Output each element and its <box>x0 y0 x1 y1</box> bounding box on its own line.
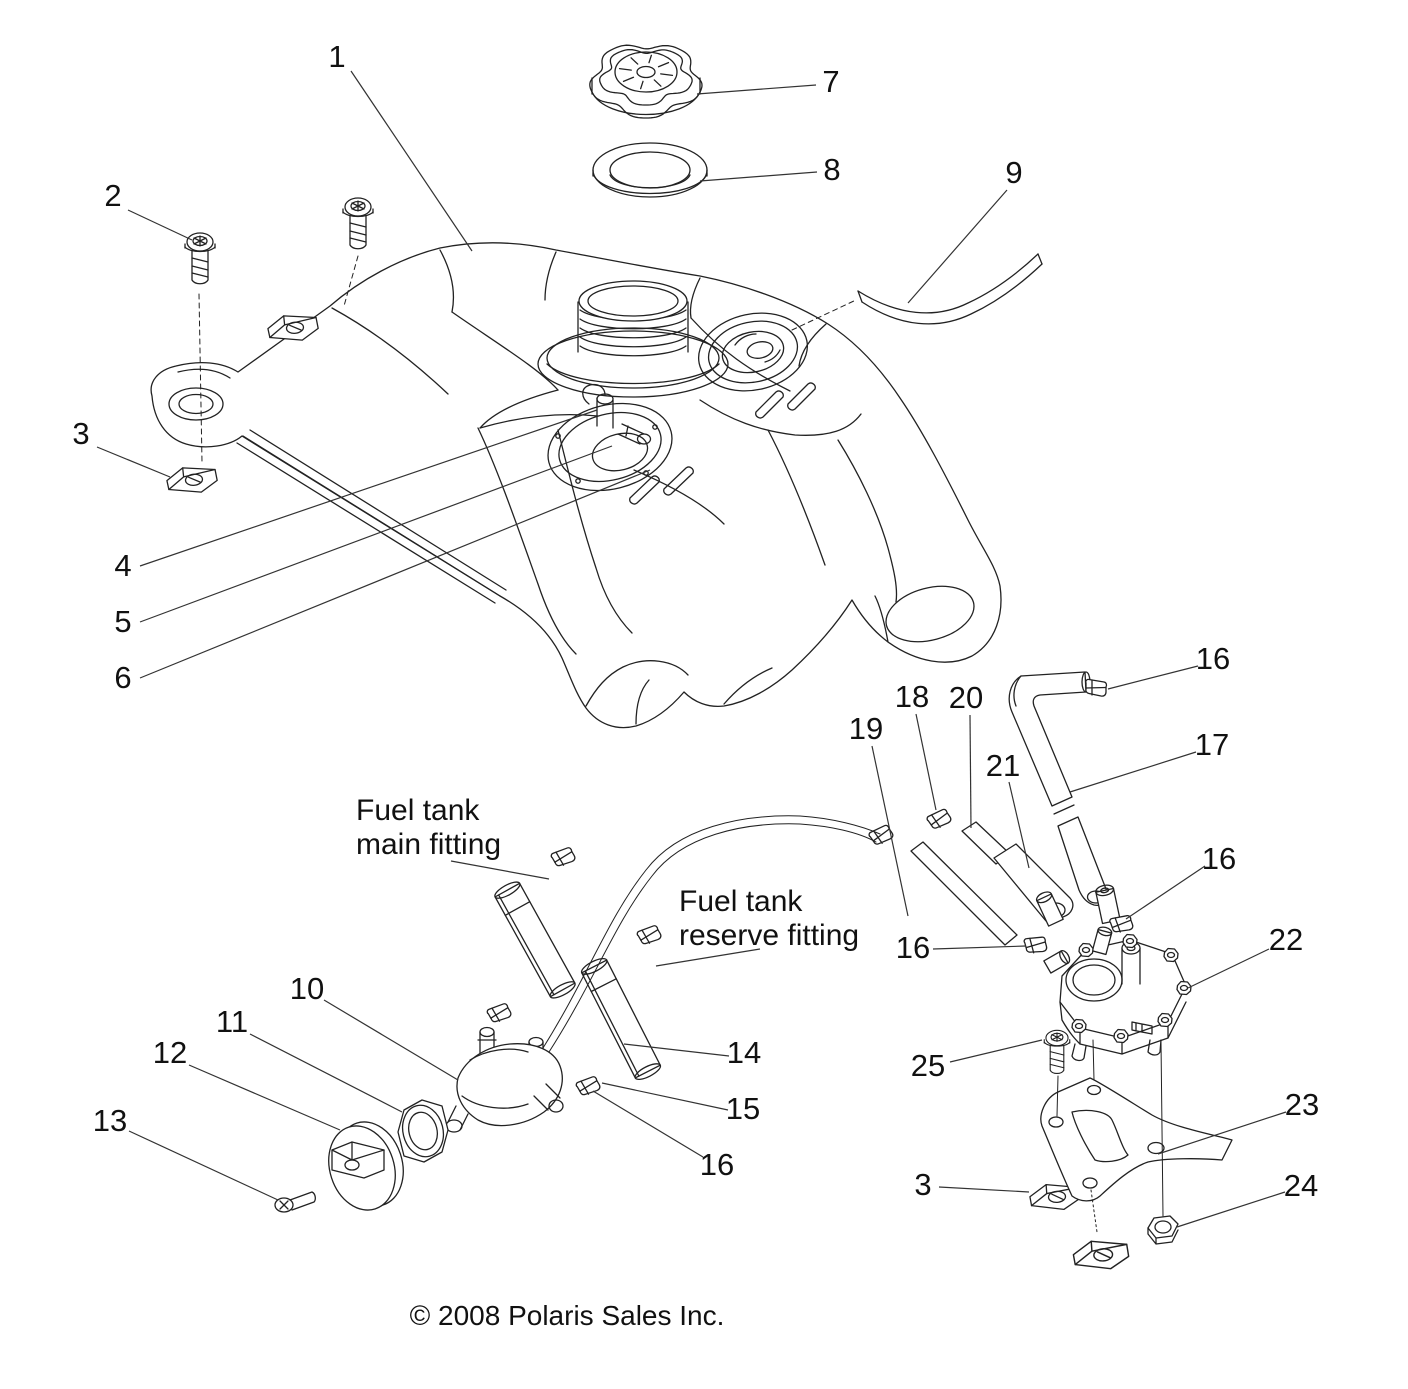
filler-neck <box>537 280 729 398</box>
hose-stub <box>1035 891 1064 927</box>
valve-dial <box>328 1121 404 1211</box>
callout-16: 16 <box>699 1147 735 1182</box>
vent-hose <box>857 253 1043 325</box>
callout-9: 9 <box>1005 155 1023 190</box>
callout-21: 21 <box>985 748 1021 783</box>
lock-nut <box>1147 1215 1179 1245</box>
fuel-pump <box>1043 926 1192 1062</box>
pump-bracket <box>1040 1077 1233 1202</box>
fuel-cap <box>589 44 703 119</box>
callout-3: 3 <box>72 416 90 451</box>
callout-11: 11 <box>215 1004 249 1039</box>
callout-17: 17 <box>1194 727 1230 762</box>
callout-8: 8 <box>823 152 841 187</box>
valve-nut <box>397 1099 449 1163</box>
fuel-sender <box>547 383 673 492</box>
fuel-tank-body <box>150 242 1002 729</box>
valve-screw <box>274 1191 316 1213</box>
assembly-lines <box>198 255 1164 1233</box>
callout-20: 20 <box>948 680 984 715</box>
callout-7: 7 <box>822 64 840 99</box>
copyright-text: © 2008 Polaris Sales Inc. <box>409 1300 725 1331</box>
fuel-hoses <box>910 671 1121 946</box>
callout-6: 6 <box>114 660 132 695</box>
callout-19: 19 <box>848 711 884 746</box>
fuel-filter-main <box>494 881 576 999</box>
callout-16: 16 <box>1195 641 1231 676</box>
callout-1: 1 <box>328 39 346 74</box>
cap-gasket <box>592 142 708 198</box>
callout-18: 18 <box>894 679 930 714</box>
callout-12: 12 <box>152 1035 188 1070</box>
callout-23: 23 <box>1284 1087 1320 1122</box>
callout-2: 2 <box>104 178 122 213</box>
callout-13: 13 <box>92 1103 128 1138</box>
fuel-line <box>542 815 881 1053</box>
fuel-gauge-boss <box>697 312 809 392</box>
callout-3: 3 <box>914 1167 932 1202</box>
callout-16: 16 <box>895 930 931 965</box>
callout-10: 10 <box>289 971 325 1006</box>
callout-14: 14 <box>726 1035 762 1070</box>
fuel-valve <box>274 1026 564 1213</box>
callout-4: 4 <box>114 548 132 583</box>
callout-24: 24 <box>1283 1168 1319 1203</box>
callout-16: 16 <box>1201 841 1237 876</box>
callout-22: 22 <box>1268 922 1304 957</box>
callout-15: 15 <box>725 1091 761 1126</box>
callout-25: 25 <box>910 1048 946 1083</box>
callout-5: 5 <box>114 604 132 639</box>
